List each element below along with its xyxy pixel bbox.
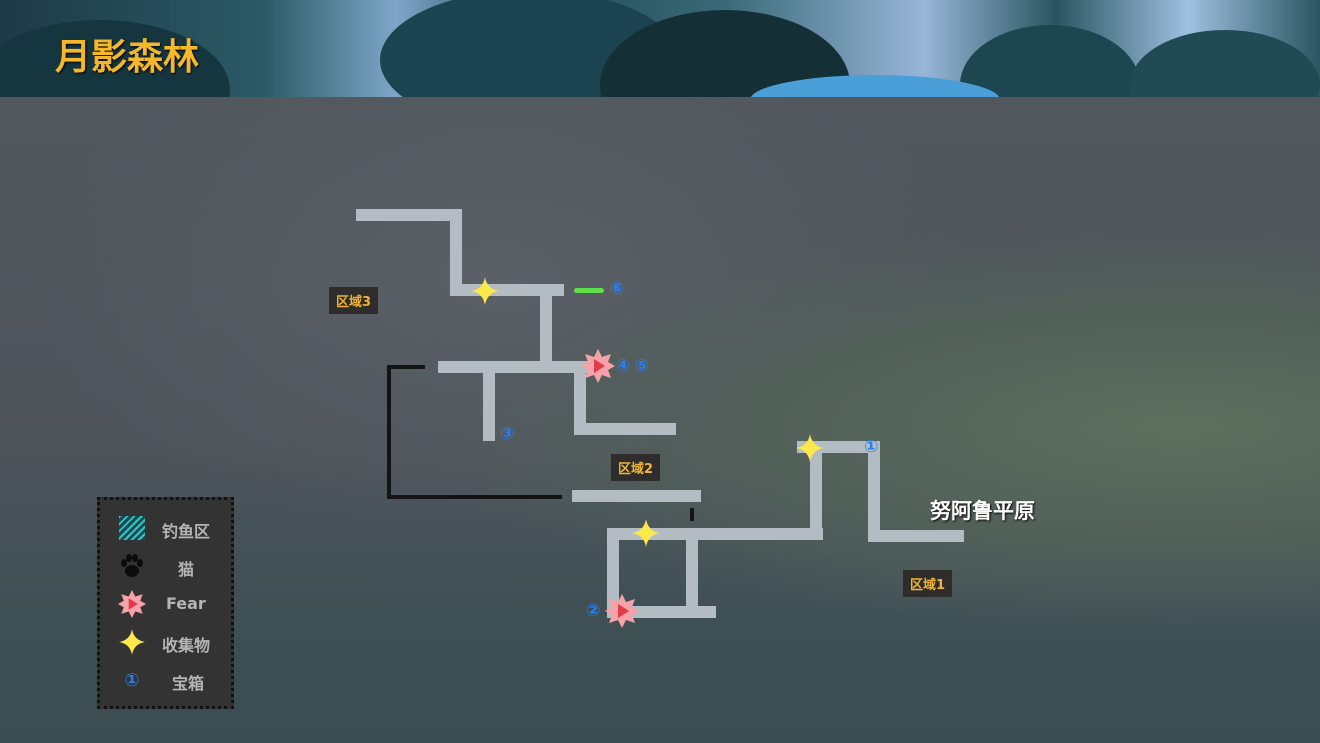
collectible-star-icon[interactable] [796, 434, 824, 462]
legend-item-chest: ① 宝箱 [100, 665, 237, 695]
legend-item-collectible: 收集物 [100, 627, 237, 657]
fear-icon[interactable] [581, 349, 615, 383]
zone-2-label: 区域2 [611, 454, 661, 481]
chest-marker-5[interactable]: ⑤ [635, 356, 650, 376]
chest-marker-4[interactable]: ④ [616, 356, 631, 376]
legend-item-fishing: 钓鱼区 [100, 513, 237, 543]
fishing-spot-marker [574, 288, 604, 293]
legend-item-fear: Fear [100, 589, 237, 619]
chest-marker-3[interactable]: ③ [500, 424, 515, 444]
collectible-star-icon[interactable] [471, 277, 499, 305]
zone-1-label: 区域1 [903, 570, 953, 597]
header-banner: 月影森林 [0, 0, 1320, 160]
zone-3-label: 区域3 [329, 287, 379, 314]
legend-item-cat: 猫 [100, 551, 237, 581]
exit-nualu-plains[interactable]: 努阿鲁平原 [930, 499, 1035, 523]
fear-icon[interactable] [605, 594, 639, 628]
area-title: 月影森林 [55, 36, 200, 78]
cat-paw-icon [118, 553, 146, 579]
chest-marker-2[interactable]: ② [586, 601, 601, 621]
collectible-star-icon [118, 629, 146, 655]
fishing-zone-icon [118, 515, 146, 541]
treasure-chest-number-icon: ① [124, 669, 140, 691]
chest-marker-6[interactable]: ⑥ [610, 279, 625, 299]
collectible-star-icon[interactable] [632, 519, 660, 547]
fear-icon [118, 590, 146, 618]
chest-marker-1[interactable]: ① [864, 437, 879, 457]
map-legend: 钓鱼区 猫 Fear 收集物 ① 宝箱 [97, 497, 234, 709]
